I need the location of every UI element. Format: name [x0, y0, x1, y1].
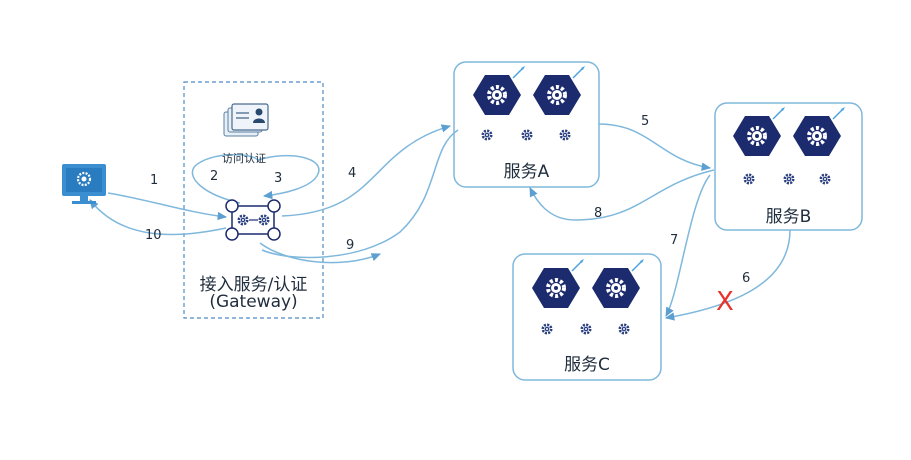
flow-8 [529, 169, 715, 221]
gateway-subtitle: (Gateway) [209, 292, 298, 312]
auth-label: 访问认证 [222, 152, 266, 165]
monitor-gear-icon [62, 164, 106, 204]
flow-1 [107, 192, 228, 221]
step-label-1: 1 [150, 173, 159, 188]
step-label-5: 5 [641, 114, 650, 129]
failure-mark: X [716, 287, 734, 317]
step-label-7: 7 [670, 233, 679, 248]
service-c-label: 服务C [564, 355, 610, 375]
flow-4 [281, 124, 452, 217]
gateway-hub-icon [225, 199, 281, 241]
step-label-10: 10 [145, 228, 162, 243]
step-label-8: 8 [594, 206, 603, 221]
step-label-9: 9 [346, 238, 355, 253]
step-label-4: 4 [348, 166, 357, 181]
flow-2 [191, 153, 259, 204]
flow-9-top [261, 129, 459, 259]
flow-3 [257, 154, 320, 200]
flow-9 [259, 242, 381, 264]
user-card-icon [223, 103, 269, 137]
gateway-boundary [183, 81, 324, 319]
step-label-2: 2 [210, 169, 219, 184]
step-label-6: 6 [742, 271, 751, 286]
step-label-3: 3 [274, 171, 283, 186]
flow-10 [89, 199, 227, 236]
flow-6 [664, 229, 791, 321]
flow-7 [665, 174, 711, 317]
service-a-label: 服务A [503, 162, 550, 182]
service-b-label: 服务B [765, 207, 812, 227]
flow-5 [598, 123, 712, 171]
gateway-title: 接入服务/认证 [199, 275, 308, 295]
